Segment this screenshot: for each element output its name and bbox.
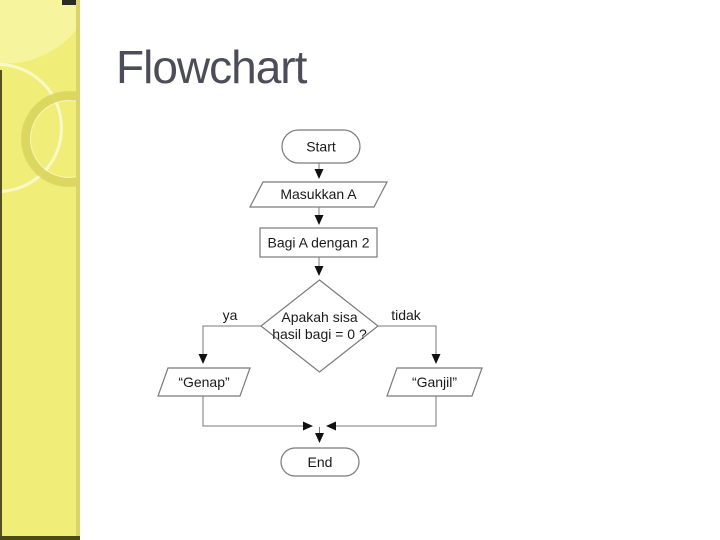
arrow-odd-to-merge [326,396,437,431]
decision-label-line2: hasil bagi = 0 ? [272,326,367,342]
end-node [280,447,360,477]
odd-output-label: “Ganjil” [412,374,457,390]
end-label: End [308,454,333,470]
input-label: Masukkan A [280,186,357,202]
start-node [281,129,361,164]
arrow-no-branch [378,325,441,364]
start-label: Start [306,139,336,155]
process-label: Bagi A dengan 2 [268,235,370,251]
arrow-even-to-merge [202,396,313,431]
sidebar-edge [76,0,80,540]
decision-node [260,279,379,373]
sidebar-decoration [0,0,80,540]
even-output-node [157,367,251,397]
flowchart-canvas: Start Masukkan A Bagi A dengan 2 Apakah … [157,129,483,477]
no-branch-label: tidak [391,307,422,323]
arrow-yes-branch [198,325,261,364]
sidebar-bottom-bar [0,536,80,540]
odd-output-node [386,367,483,397]
process-node [259,227,378,258]
top-notch-decoration [62,0,76,5]
slide-title: Flowchart [116,41,307,93]
decision-label-line1: Apakah sisa [281,309,357,325]
even-output-label: “Genap” [178,374,230,390]
sidebar-left-line [0,70,2,537]
ring-decoration [22,92,80,186]
input-node [249,181,388,208]
yes-branch-label: ya [223,307,238,323]
